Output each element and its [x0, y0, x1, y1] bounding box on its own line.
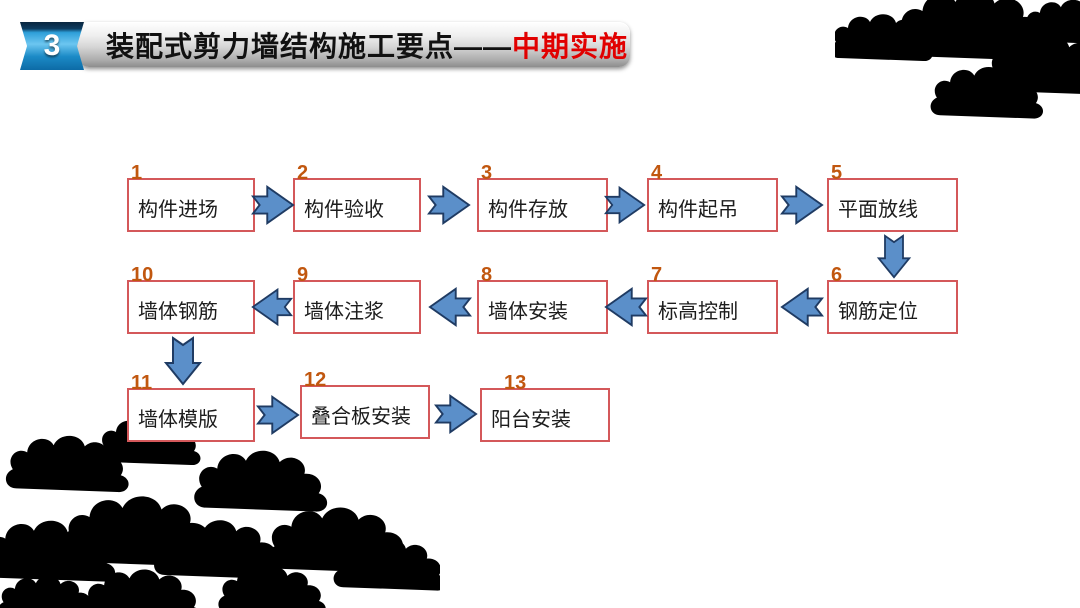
flow-step-13: 13 阳台安装: [480, 373, 610, 442]
step-label: 叠合板安装: [311, 404, 411, 428]
step-number: 4: [651, 162, 663, 184]
step-label: 钢筋定位: [838, 299, 918, 323]
arrow-left-icon: [251, 286, 293, 328]
step-label: 构件进场: [138, 197, 218, 221]
step-number: 12: [304, 369, 327, 391]
flow-step-8: 8 墙体安装: [477, 265, 608, 334]
step-label: 平面放线: [838, 197, 918, 221]
flow-step-1: 1 构件进场: [127, 163, 255, 232]
step-label: 墙体注浆: [304, 299, 384, 323]
arrow-left-icon: [777, 286, 827, 328]
flow-step-6: 6 钢筋定位: [827, 265, 958, 334]
flow-step-3: 3 构件存放: [477, 163, 608, 232]
flow-step-4: 4 构件起吊: [647, 163, 778, 232]
step-number: 5: [831, 162, 843, 184]
step-number: 8: [481, 264, 493, 286]
arrow-right-icon: [251, 184, 295, 226]
arrow-left-icon: [604, 286, 648, 328]
step-label: 构件验收: [304, 197, 384, 221]
arrow-down-icon: [875, 234, 913, 279]
title-black-text: 装配式剪力墙结构施工要点——: [106, 30, 513, 62]
title-red-text: 中期实施: [512, 30, 629, 62]
flow-step-12: 12 叠合板安装: [300, 370, 430, 439]
flow-step-5: 5 平面放线: [827, 163, 958, 232]
step-number: 6: [831, 264, 843, 286]
step-number: 1: [131, 162, 143, 184]
flow-step-2: 2 构件验收: [293, 163, 421, 232]
arrow-right-icon: [423, 184, 475, 226]
arrow-right-icon: [254, 394, 302, 436]
slide-title-bar: 装配式剪力墙结构施工要点——中期实施: [78, 22, 630, 67]
arrow-down-icon: [164, 336, 202, 386]
step-number: 9: [297, 264, 309, 286]
slide-title: 装配式剪力墙结构施工要点——中期实施: [106, 25, 628, 65]
arrow-right-icon: [604, 184, 646, 226]
cloud-pattern-top-right: [835, 0, 1080, 119]
step-number: 3: [481, 162, 493, 184]
section-number: 3: [43, 29, 61, 62]
section-number-badge: 3: [20, 22, 84, 70]
step-label: 阳台安装: [491, 407, 571, 431]
arrow-right-icon: [431, 393, 481, 435]
flow-step-9: 9 墙体注浆: [293, 265, 421, 334]
step-number: 7: [651, 264, 663, 286]
arrow-right-icon: [777, 184, 827, 226]
step-label: 构件起吊: [658, 197, 738, 221]
step-number: 11: [131, 372, 153, 394]
flow-step-11: 11 墙体模版: [127, 373, 255, 442]
step-number: 13: [504, 372, 527, 394]
cloud-pattern-bottom-left: [0, 418, 440, 608]
step-label: 墙体安装: [488, 299, 568, 323]
step-number: 10: [131, 264, 154, 286]
step-label: 墙体钢筋: [138, 299, 218, 323]
step-number: 2: [297, 162, 309, 184]
arrow-left-icon: [423, 286, 477, 328]
step-label: 构件存放: [488, 197, 568, 221]
flow-step-7: 7 标高控制: [647, 265, 778, 334]
step-label: 标高控制: [658, 299, 738, 323]
flow-step-10: 10 墙体钢筋: [127, 265, 255, 334]
step-label: 墙体模版: [138, 407, 218, 431]
